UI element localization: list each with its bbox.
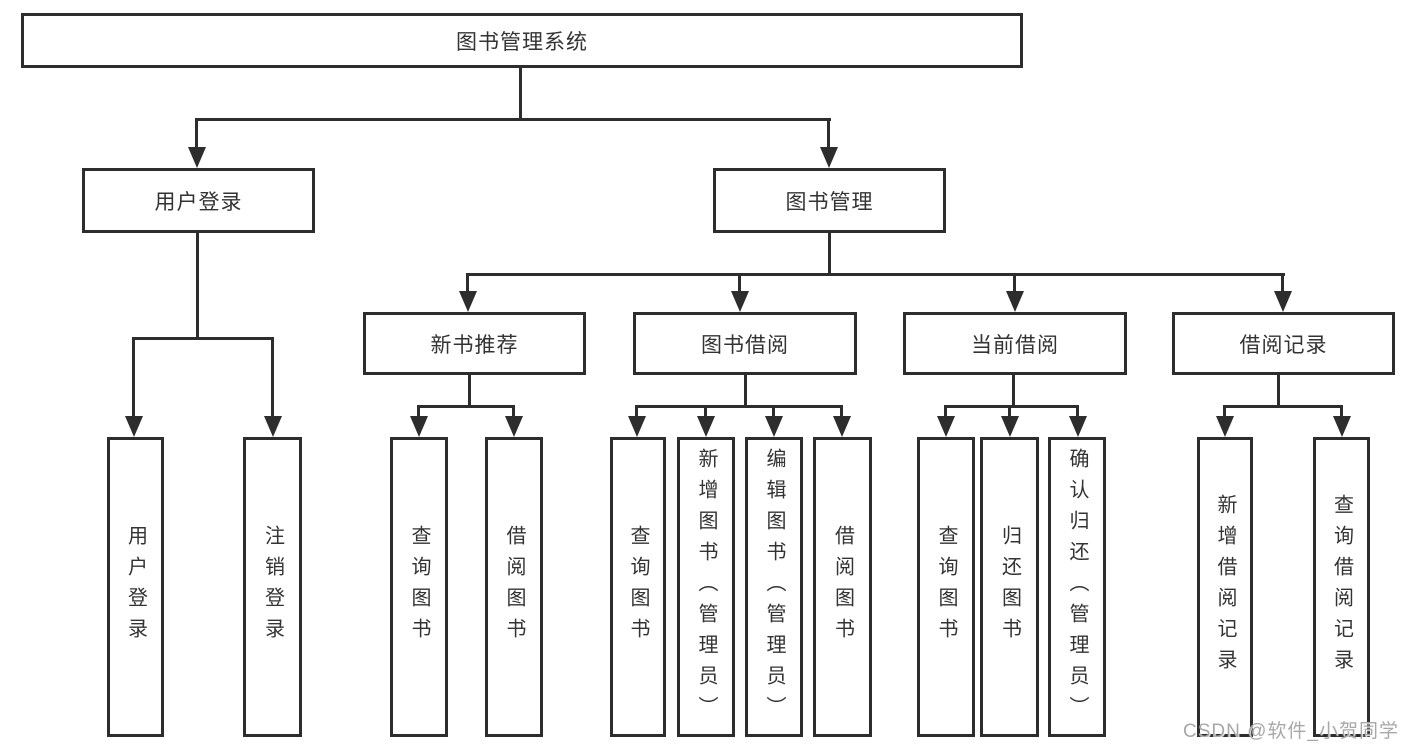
node-book-management: 图书管理 xyxy=(713,168,946,233)
node-label: 用户登录 xyxy=(154,190,243,214)
arrow-stem xyxy=(195,118,198,148)
arrowhead-icon xyxy=(459,291,477,312)
connector-user-login-hline xyxy=(132,337,274,340)
connector-records-stub xyxy=(1277,375,1280,408)
leaf-label: 新增图书（管理员） xyxy=(695,447,717,727)
leaf-label: 查询图书 xyxy=(627,525,649,649)
arrow-stem xyxy=(1013,273,1016,292)
arrowhead-icon xyxy=(1001,416,1019,437)
leaf-user-login: 用户登录 xyxy=(107,437,164,737)
leaf-label: 借阅图书 xyxy=(503,525,525,649)
arrowhead-icon xyxy=(125,416,143,437)
arrow-stem xyxy=(1340,405,1343,417)
leaf-label: 归还图书 xyxy=(998,525,1021,649)
node-label: 当前借阅 xyxy=(971,333,1059,357)
node-label: 图书管理 xyxy=(785,190,874,214)
arrowhead-icon xyxy=(1333,416,1351,437)
connector-new-book-stub xyxy=(468,375,471,408)
arrow-stem xyxy=(512,405,515,417)
arrow-stem xyxy=(1008,405,1011,417)
arrow-stem xyxy=(772,405,775,417)
arrow-stem xyxy=(417,405,420,417)
leaf-label: 编辑图书（管理员） xyxy=(763,447,785,727)
arrow-stem xyxy=(827,118,830,148)
arrowhead-icon xyxy=(1006,291,1024,312)
arrow-stem xyxy=(1076,405,1079,417)
arrowhead-icon xyxy=(1216,416,1234,437)
node-user-login: 用户登录 xyxy=(82,168,315,233)
arrowhead-icon xyxy=(697,416,715,437)
leaf-edit-books-admin: 编辑图书（管理员） xyxy=(745,437,803,737)
arrowhead-icon xyxy=(188,147,206,168)
arrow-stem xyxy=(738,273,741,292)
leaf-label: 借阅图书 xyxy=(831,525,854,649)
connector-records-hline xyxy=(1223,405,1342,408)
csdn-watermark: CSDN @软件_小贺同学 xyxy=(1183,721,1399,742)
leaf-query-books-recommend: 查询图书 xyxy=(390,437,448,737)
arrowhead-icon xyxy=(1069,416,1087,437)
leaf-query-borrow-record: 查询借阅记录 xyxy=(1313,437,1370,737)
node-root-book-management-system: 图书管理系统 xyxy=(21,13,1023,68)
arrowhead-icon xyxy=(833,416,851,437)
leaf-label: 新增借阅记录 xyxy=(1214,494,1236,680)
connector-current-stub xyxy=(1012,375,1015,408)
node-label: 图书管理系统 xyxy=(456,30,588,54)
connector-user-login-stub xyxy=(196,233,199,340)
node-new-book-recommend: 新书推荐 xyxy=(363,312,586,375)
leaf-label: 确认归还（管理员） xyxy=(1066,447,1088,727)
node-book-borrowing: 图书借阅 xyxy=(633,312,857,375)
arrow-stem xyxy=(466,273,469,292)
node-label: 借阅记录 xyxy=(1239,333,1328,357)
connector-book-mgmt-stub xyxy=(828,233,831,276)
arrowhead-icon xyxy=(731,291,749,312)
arrowhead-icon xyxy=(820,147,838,168)
connector-borrowing-hline xyxy=(635,405,843,408)
leaf-borrow-books-recommend: 借阅图书 xyxy=(485,437,543,737)
leaf-confirm-return-admin: 确认归还（管理员） xyxy=(1048,437,1106,737)
arrowhead-icon xyxy=(937,416,955,437)
leaf-query-books-current: 查询图书 xyxy=(917,437,975,737)
leaf-label: 注销登录 xyxy=(261,525,284,649)
connector-level2-hline xyxy=(467,273,1285,276)
connector-borrowing-stub xyxy=(744,375,747,408)
node-label: 新书推荐 xyxy=(430,333,519,357)
leaf-borrow-books: 借阅图书 xyxy=(813,437,872,737)
arrow-stem xyxy=(271,337,274,417)
arrowhead-icon xyxy=(410,416,428,437)
arrow-stem xyxy=(704,405,707,417)
arrowhead-icon xyxy=(765,416,783,437)
leaf-label: 查询图书 xyxy=(408,525,430,649)
leaf-add-books-admin: 新增图书（管理员） xyxy=(677,437,735,737)
node-current-borrowing: 当前借阅 xyxy=(903,312,1127,375)
arrow-stem xyxy=(1223,405,1226,417)
arrow-stem xyxy=(1281,273,1284,292)
leaf-query-books-borrowing: 查询图书 xyxy=(610,437,666,737)
node-borrowing-records: 借阅记录 xyxy=(1172,312,1395,375)
leaf-return-books: 归还图书 xyxy=(980,437,1039,737)
arrowhead-icon xyxy=(505,416,523,437)
connector-current-hline xyxy=(944,405,1079,408)
arrowhead-icon xyxy=(1274,291,1292,312)
connector-root-stub xyxy=(519,68,522,121)
connector-new-book-hline xyxy=(417,405,515,408)
arrow-stem xyxy=(635,405,638,417)
leaf-label: 查询借阅记录 xyxy=(1330,494,1353,680)
connector-level1-hline xyxy=(196,118,831,121)
arrow-stem xyxy=(132,337,135,417)
arrow-stem xyxy=(840,405,843,417)
leaf-logout: 注销登录 xyxy=(243,437,302,737)
leaf-add-borrow-record: 新增借阅记录 xyxy=(1197,437,1253,737)
arrowhead-icon xyxy=(264,416,282,437)
arrow-stem xyxy=(944,405,947,417)
leaf-label: 查询图书 xyxy=(935,525,957,649)
leaf-label: 用户登录 xyxy=(124,525,147,649)
arrowhead-icon xyxy=(628,416,646,437)
node-label: 图书借阅 xyxy=(701,333,789,357)
